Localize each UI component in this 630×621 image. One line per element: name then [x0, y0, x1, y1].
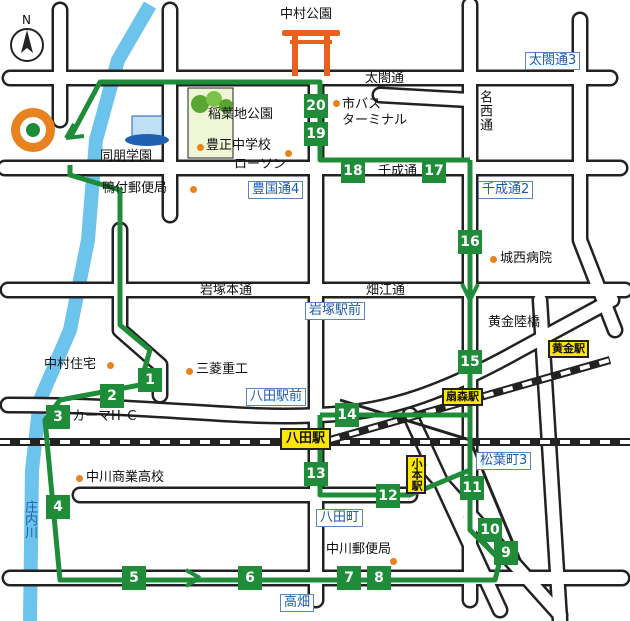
- taiko-dori-label: 太閤通: [365, 71, 405, 86]
- lawson-label: ローソン: [234, 157, 287, 172]
- poi-dot: [333, 100, 340, 107]
- station-kogane[interactable]: 黄金駅: [548, 340, 589, 359]
- arrow-icon: [64, 123, 85, 140]
- poi-dot: [76, 475, 83, 482]
- stop-senjodori2[interactable]: 千成通2: [478, 181, 534, 200]
- route-number: 7: [337, 566, 361, 590]
- route-number: 9: [494, 541, 518, 565]
- route-number: 3: [46, 405, 70, 429]
- target-icon: [11, 108, 55, 152]
- kama-hc-label: カーマH･C: [72, 409, 137, 424]
- stop-matsubacho3[interactable]: 松葉町3: [476, 452, 532, 471]
- route-number: 16: [458, 230, 482, 254]
- route-number: 18: [341, 159, 365, 183]
- building-icon: [125, 115, 169, 146]
- route-number: 19: [304, 122, 328, 146]
- arrow-icon: [460, 283, 480, 301]
- nakamura-park-label: 中村公園: [280, 7, 333, 22]
- route-number: 10: [478, 518, 502, 542]
- city-bus-terminal-label: 市バス ターミナル: [342, 97, 408, 128]
- shonai-river-label: 庄内川: [22, 500, 37, 539]
- senjo-dori-label: 千成通: [378, 164, 418, 179]
- park-icon: [187, 87, 234, 159]
- route-number: 6: [238, 566, 262, 590]
- station-komoto[interactable]: 小本駅: [406, 455, 427, 494]
- nakamura-jutaku-label: 中村住宅: [44, 357, 97, 372]
- compass-icon: [10, 28, 44, 62]
- poi-dot: [107, 362, 114, 369]
- route-number: 15: [458, 350, 482, 374]
- iwatsuka-hondori-label: 岩塚本通: [200, 283, 253, 298]
- route-number: 20: [304, 94, 328, 118]
- inaba-park-label: 稲葉地公園: [208, 107, 274, 122]
- route-number: 8: [367, 566, 391, 590]
- meisai-dori-label: 名西通: [477, 90, 492, 132]
- route-number: 13: [304, 462, 328, 486]
- stop-toyokunidori4[interactable]: 豊国通4: [248, 181, 304, 200]
- route-number: 17: [422, 159, 446, 183]
- stop-hattacho[interactable]: 八田町: [316, 509, 364, 528]
- housei-jhs-label: 豊正中学校: [206, 138, 272, 153]
- route-number: 4: [46, 495, 70, 519]
- stop-takabata[interactable]: 高畑: [280, 594, 315, 613]
- poi-dot: [285, 150, 292, 157]
- arrow-icon: [185, 568, 201, 588]
- poi-dot: [190, 186, 197, 193]
- poi-dot: [490, 256, 497, 263]
- north-label: N: [22, 13, 31, 27]
- route-number: 2: [100, 384, 124, 408]
- josai-hospital-label: 城西病院: [500, 251, 553, 266]
- poi-dot: [197, 144, 204, 151]
- route-number: 14: [335, 403, 359, 427]
- nakagawa-po-label: 中川郵便局: [326, 542, 392, 557]
- route-number: 12: [376, 484, 400, 508]
- route-number: 5: [122, 566, 146, 590]
- station-hatta[interactable]: 八田駅: [280, 428, 332, 451]
- kamotsuke-po-label: 鴨付郵便局: [102, 181, 168, 196]
- koganerikukyo-label: 黄金陸橋: [488, 315, 541, 330]
- stop-taikodori3[interactable]: 太閤通3: [525, 52, 581, 71]
- stop-hatta-ekimae[interactable]: 八田駅前: [246, 388, 307, 407]
- houmei-school-label: 同朋学園: [100, 149, 153, 164]
- poi-dot: [186, 368, 193, 375]
- torii-icon: [282, 30, 340, 76]
- hatae-dori-label: 畑江通: [366, 283, 406, 298]
- nakagawa-hs-label: 中川商業高校: [86, 470, 165, 485]
- stop-iwatsuka-ekimae[interactable]: 岩塚駅前: [305, 302, 366, 321]
- poi-dot: [390, 558, 397, 565]
- route-number: 1: [138, 368, 162, 392]
- station-ogimori[interactable]: 扇森駅: [442, 388, 483, 407]
- route-number: 11: [460, 476, 484, 500]
- mitsubishi-label: 三菱重工: [196, 362, 249, 377]
